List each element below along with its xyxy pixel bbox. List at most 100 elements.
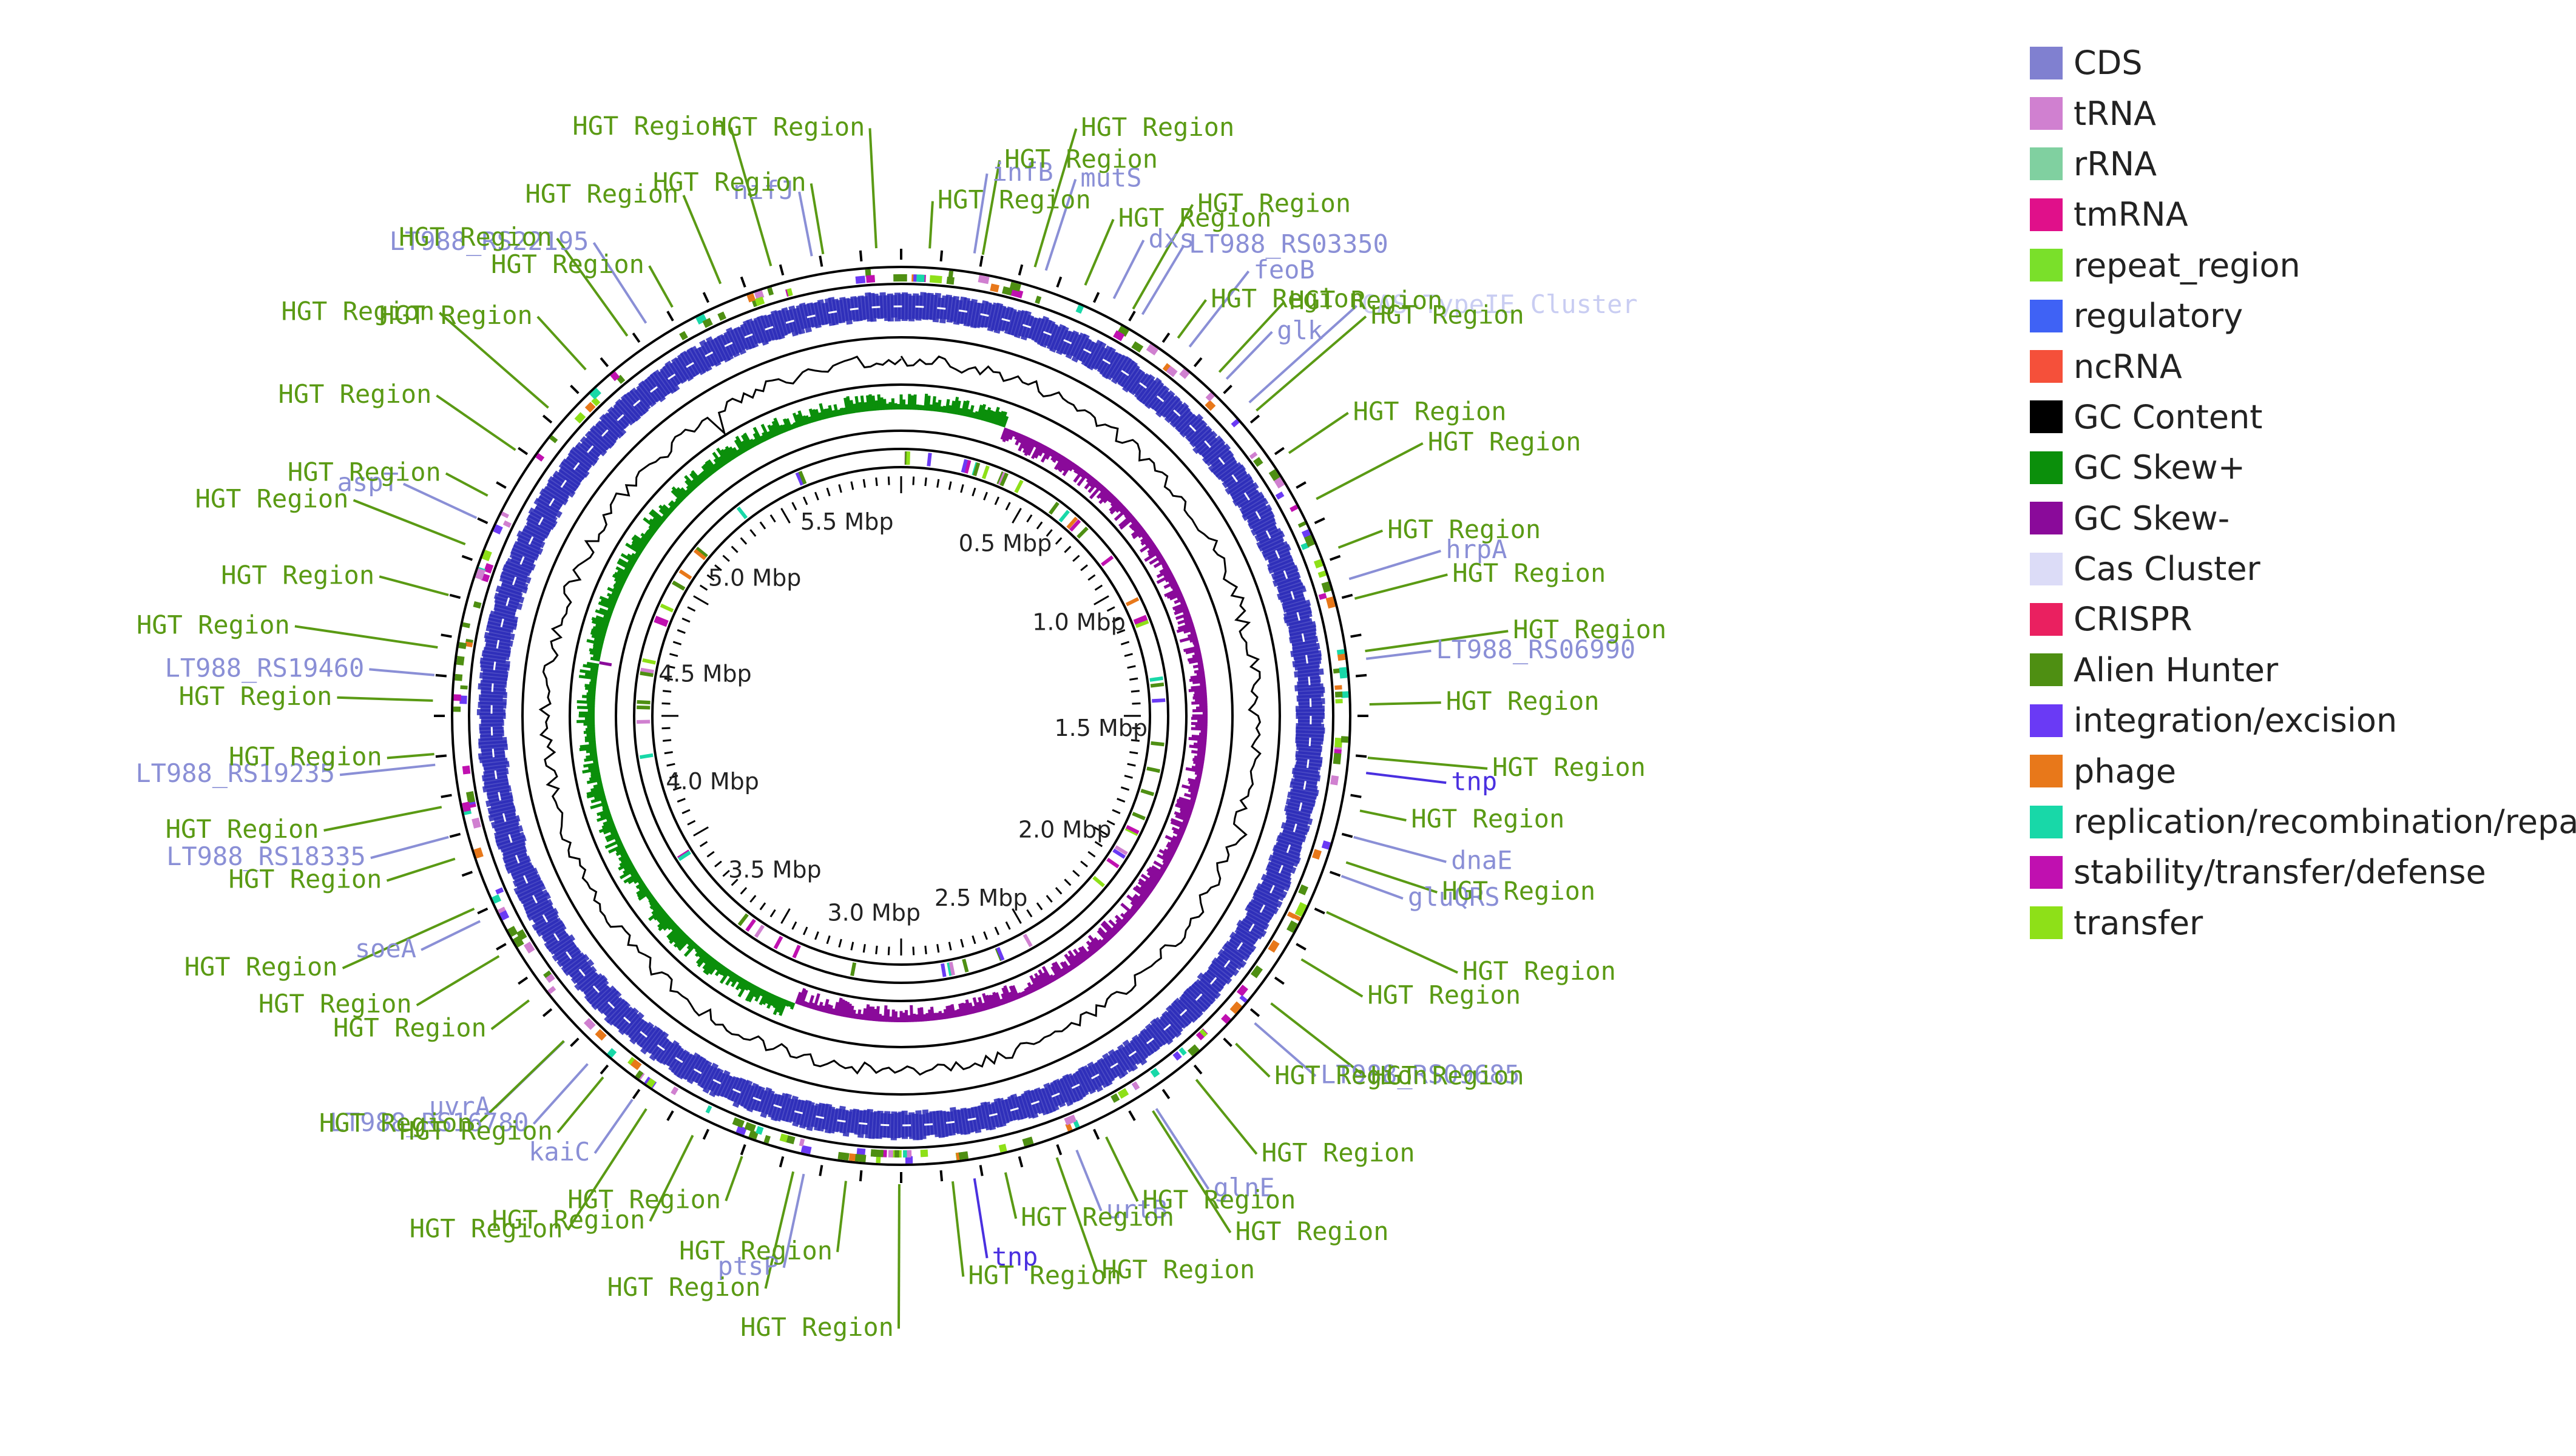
cds-mark	[987, 302, 999, 332]
gc-skew-mark	[1189, 638, 1198, 643]
feature-mark	[732, 1117, 745, 1128]
inner-feature-mark	[1101, 555, 1114, 567]
hgt-region-label: HGT Region	[259, 989, 412, 1019]
gc-skew-mark	[1194, 771, 1203, 776]
feature-mark	[499, 910, 510, 921]
cds-mark	[836, 299, 846, 324]
gc-skew-mark	[1114, 507, 1129, 521]
gc-skew-mark	[576, 720, 595, 723]
gene-label: kaiC	[529, 1137, 590, 1167]
cds-mark	[525, 522, 550, 539]
cds-mark	[1001, 306, 1014, 332]
gc-skew-mark	[727, 970, 734, 977]
gc-skew-mark	[1166, 844, 1177, 852]
cds-mark	[499, 571, 527, 586]
feature-mark	[610, 371, 620, 382]
inner-tick	[769, 514, 776, 523]
gc-skew-mark	[924, 393, 928, 411]
cds-mark	[936, 1110, 945, 1138]
cds-mark	[1239, 491, 1265, 510]
gc-skew-mark	[658, 917, 673, 931]
gc-skew-mark	[743, 433, 754, 449]
feature-mark	[543, 970, 553, 981]
feature-mark	[800, 1145, 812, 1154]
gene-label-connector	[1340, 875, 1404, 900]
cds-mark	[481, 687, 507, 695]
inner-tick	[1026, 514, 1033, 523]
hgt-region-label-connector	[928, 201, 934, 249]
feature-mark	[702, 317, 713, 328]
cds-mark	[569, 447, 593, 468]
gc-skew-mark	[721, 967, 729, 977]
gc-skew-mark	[754, 988, 763, 1002]
gc-skew-mark	[1140, 885, 1152, 895]
cds-mark	[788, 305, 802, 335]
inner-tick	[1080, 564, 1088, 571]
inner-tick	[706, 574, 715, 581]
feature-mark	[1064, 1114, 1077, 1125]
gc-skew-mark	[697, 952, 710, 968]
hgt-region-label: HGT Region	[1236, 1216, 1389, 1246]
gc-skew-mark	[947, 405, 952, 414]
cds-mark	[478, 740, 508, 749]
gc-skew-mark	[817, 1002, 823, 1012]
gc-skew-mark	[1174, 604, 1188, 613]
feature-mark	[756, 1125, 764, 1135]
cds-mark	[1090, 346, 1108, 371]
cds-mark	[1290, 778, 1317, 789]
gc-skew-mark	[647, 528, 656, 535]
gc-skew-mark	[1093, 937, 1104, 948]
inner-feature-mark	[693, 548, 706, 561]
gc-skew-mark	[939, 406, 944, 413]
inner-feature-mark	[948, 962, 955, 976]
gc-skew-mark	[992, 991, 1000, 1007]
cds-mark	[1056, 1079, 1073, 1107]
cds-mark	[1087, 1061, 1105, 1087]
inner-tick	[722, 869, 730, 877]
cds-mark	[1159, 1014, 1182, 1038]
cds-mark	[1282, 826, 1307, 839]
gene-label: glk	[1277, 315, 1323, 345]
feature-mark	[1131, 341, 1144, 353]
cds-mark	[482, 654, 507, 664]
cds-mark	[1298, 747, 1322, 756]
gc-skew-mark	[1003, 985, 1013, 1003]
gc-skew-mark	[1095, 482, 1101, 489]
gc-skew-mark	[807, 995, 815, 1009]
cds-mark	[750, 319, 765, 344]
gc-skew-mark	[910, 1005, 914, 1022]
cds-mark	[481, 772, 507, 782]
gc-skew-mark	[987, 410, 993, 423]
feature-mark	[473, 601, 482, 609]
inner-tick	[1055, 537, 1063, 545]
cds-mark	[713, 1070, 731, 1097]
cds-mark	[694, 1060, 712, 1085]
gc-skew-mark	[745, 984, 757, 1002]
gc-skew-mark	[1198, 732, 1208, 736]
gc-skew-mark	[637, 888, 650, 898]
inner-feature-mark	[1023, 934, 1033, 948]
gc-skew-mark	[667, 922, 677, 931]
gc-skew-mark	[712, 451, 725, 468]
gc-skew-mark	[648, 897, 656, 904]
cds-mark	[1149, 1022, 1169, 1046]
scale-label: 4.0 Mbp	[666, 768, 759, 795]
cds-mark	[724, 1076, 740, 1100]
gc-skew-mark	[615, 849, 627, 857]
gc-skew-mark	[613, 586, 622, 593]
cds-mark	[1183, 988, 1209, 1013]
cds-mark	[636, 383, 657, 408]
cds-mark	[1095, 345, 1113, 371]
feature-mark	[998, 1144, 1007, 1153]
inner-feature-mark	[962, 959, 969, 973]
legend-swatch	[2030, 350, 2063, 383]
inner-tick	[1005, 921, 1011, 930]
feature-mark	[460, 685, 468, 690]
cds-mark	[1295, 733, 1324, 741]
cds-mark	[502, 849, 527, 864]
cds-mark	[1296, 726, 1325, 734]
cds-mark	[544, 930, 569, 949]
gc-skew-mark	[994, 411, 1002, 425]
gc-skew-mark	[631, 553, 640, 560]
gc-skew-mark	[828, 405, 834, 418]
